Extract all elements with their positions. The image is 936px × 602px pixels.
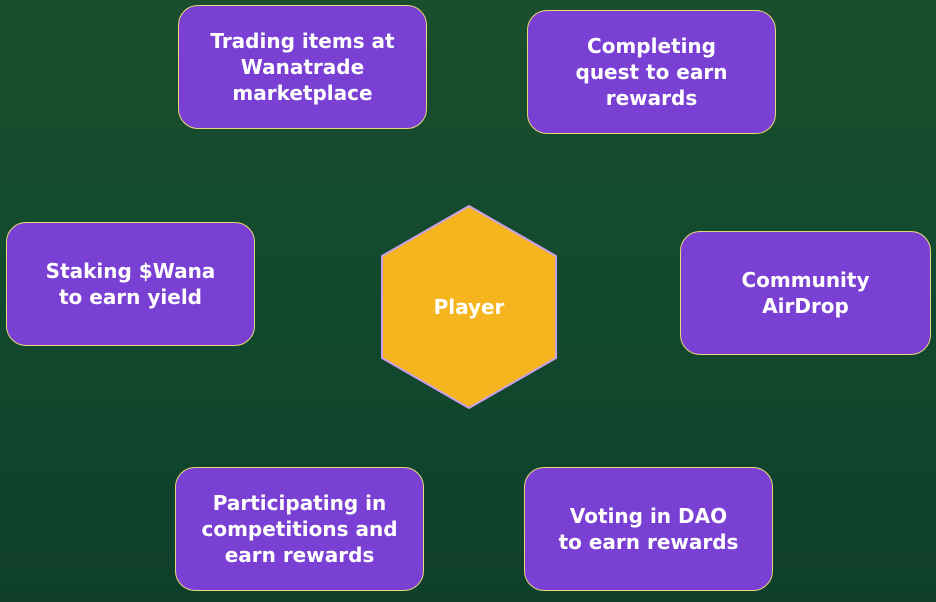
node-label: Trading items at Wanatrade marketplace <box>210 29 395 105</box>
player-hexagon-shape <box>381 205 557 409</box>
node-label: Completing quest to earn rewards <box>575 34 728 110</box>
node-label: Staking $Wana to earn yield <box>45 259 216 309</box>
player-label-text: Player <box>433 295 505 319</box>
node-label: Voting in DAO to earn rewards <box>558 504 739 554</box>
player-label: Player <box>378 204 560 410</box>
node-competitions: Participating in competitions and earn r… <box>175 467 424 591</box>
player-hexagon <box>381 205 557 409</box>
node-quest: Completing quest to earn rewards <box>527 10 776 134</box>
node-trading: Trading items at Wanatrade marketplace <box>178 5 427 129</box>
node-label: Participating in competitions and earn r… <box>201 491 398 567</box>
node-staking: Staking $Wana to earn yield <box>6 222 255 346</box>
node-label: Community AirDrop <box>741 268 870 318</box>
node-airdrop: Community AirDrop <box>680 231 931 355</box>
node-voting: Voting in DAO to earn rewards <box>524 467 773 591</box>
